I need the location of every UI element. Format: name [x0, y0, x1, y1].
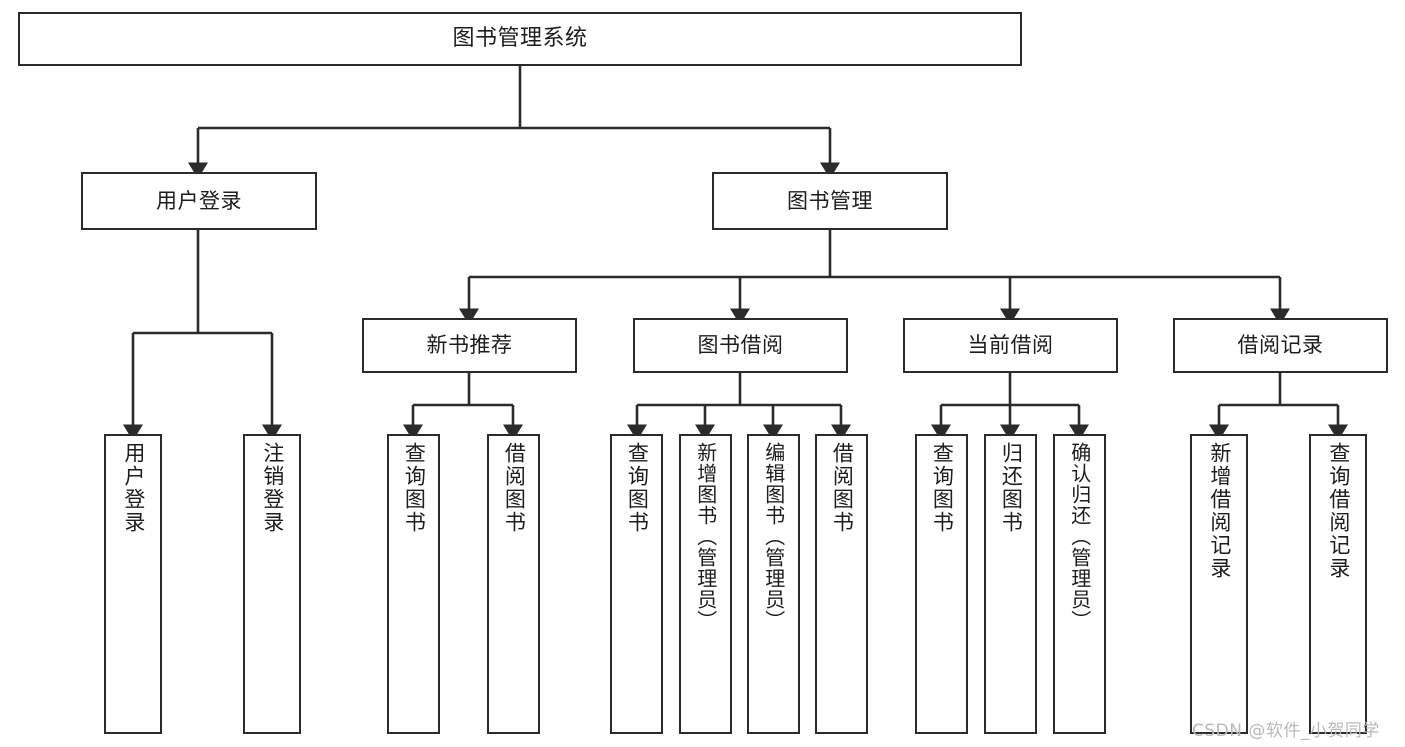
node-leaf-query-book-3-label: 查询图书	[930, 442, 955, 534]
node-leaf-add-record-label: 新增借阅记录	[1207, 442, 1232, 580]
node-borrow-record-label: 借阅记录	[1237, 333, 1324, 358]
node-leaf-borrow-book-2-label: 借阅图书	[830, 442, 855, 534]
node-leaf-borrow-book-2[interactable]: 借阅图书	[815, 434, 868, 734]
csdn-watermark: CSDN @软件_小贺同学	[1192, 721, 1380, 741]
node-leaf-add-book[interactable]: 新增图书（管理员）	[679, 434, 732, 734]
node-leaf-query-book-2-label: 查询图书	[625, 442, 650, 534]
node-leaf-user-login-label: 用户登录	[121, 442, 146, 534]
node-leaf-add-book-label: 新增图书（管理员）	[693, 442, 718, 631]
node-current-borrow[interactable]: 当前借阅	[903, 318, 1118, 373]
node-user-login[interactable]: 用户登录	[81, 172, 317, 230]
node-leaf-return-book-label: 归还图书	[999, 442, 1024, 534]
node-leaf-query-record-label: 查询借阅记录	[1326, 442, 1351, 580]
node-leaf-add-record[interactable]: 新增借阅记录	[1190, 434, 1248, 734]
node-leaf-return-book[interactable]: 归还图书	[984, 434, 1037, 734]
node-book-borrow[interactable]: 图书借阅	[633, 318, 848, 373]
node-leaf-confirm-return[interactable]: 确认归还（管理员）	[1053, 434, 1106, 734]
node-leaf-edit-book-label: 编辑图书（管理员）	[761, 442, 786, 631]
node-book-manage-label: 图书管理	[787, 188, 873, 213]
node-root-label: 图书管理系统	[452, 26, 588, 52]
node-leaf-borrow-book-1[interactable]: 借阅图书	[487, 434, 540, 734]
node-new-book-rec-label: 新书推荐	[426, 333, 513, 358]
node-leaf-logout[interactable]: 注销登录	[243, 434, 301, 734]
node-book-manage[interactable]: 图书管理	[712, 172, 948, 230]
node-leaf-query-book-3[interactable]: 查询图书	[915, 434, 968, 734]
node-leaf-query-book-1[interactable]: 查询图书	[387, 434, 440, 734]
node-leaf-query-record[interactable]: 查询借阅记录	[1309, 434, 1367, 734]
node-leaf-logout-label: 注销登录	[260, 442, 285, 534]
node-root[interactable]: 图书管理系统	[18, 12, 1022, 66]
node-leaf-edit-book[interactable]: 编辑图书（管理员）	[747, 434, 800, 734]
node-borrow-record[interactable]: 借阅记录	[1173, 318, 1388, 373]
node-leaf-confirm-return-label: 确认归还（管理员）	[1067, 442, 1092, 631]
node-current-borrow-label: 当前借阅	[967, 333, 1054, 358]
node-new-book-rec[interactable]: 新书推荐	[362, 318, 577, 373]
node-user-login-label: 用户登录	[156, 188, 242, 213]
node-leaf-user-login[interactable]: 用户登录	[104, 434, 162, 734]
node-leaf-query-book-2[interactable]: 查询图书	[610, 434, 663, 734]
node-leaf-query-book-1-label: 查询图书	[402, 442, 427, 534]
node-leaf-borrow-book-1-label: 借阅图书	[502, 442, 527, 534]
node-book-borrow-label: 图书借阅	[697, 333, 784, 358]
